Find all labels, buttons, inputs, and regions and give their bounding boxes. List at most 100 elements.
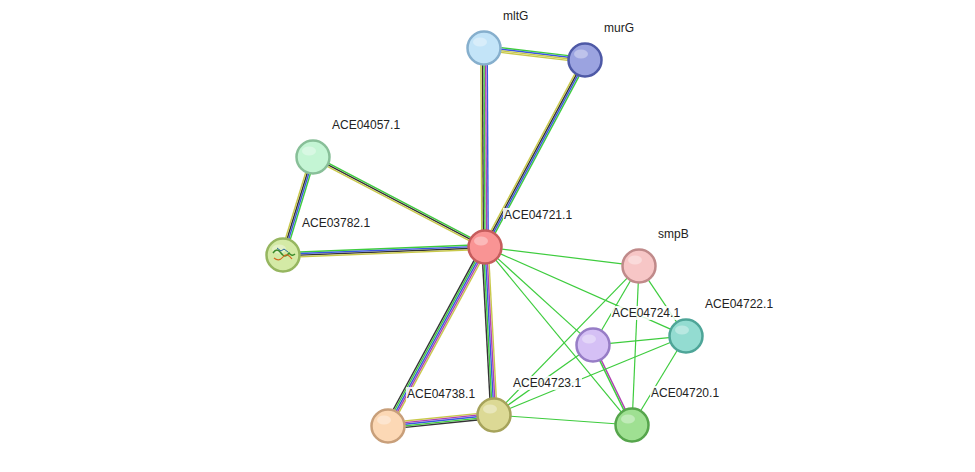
evidence-line [491,74,575,231]
evidence-line [501,51,568,59]
evidence-line [487,65,489,230]
protein-label: ACE04723.1 [512,376,582,390]
evidence-line [610,338,669,344]
interaction-edge [496,260,621,412]
protein-node: mltG [466,30,502,66]
evidence-line [405,418,477,425]
protein-node: ACE04723.1 [476,397,512,433]
evidence-line [601,360,625,409]
circle-shape [297,141,330,174]
evidence-line [496,260,621,412]
protein-circle [466,30,502,66]
interaction-edge [393,260,479,412]
circle-shape [569,44,602,77]
circle-shape [267,239,300,272]
interaction-edge [498,258,581,333]
evidence-line [494,75,578,232]
protein-circle [614,407,650,443]
circle-highlight [582,335,596,344]
protein-node: ACE04720.1 [614,407,650,443]
protein-node: smpB [621,248,657,284]
evidence-line [399,263,480,412]
interaction-edge [641,351,677,411]
interaction-edge [300,245,468,256]
evidence-line [482,65,484,230]
protein-label: ACE04738.1 [406,387,476,401]
protein-circle [567,42,603,78]
circle-highlight [628,256,642,265]
protein-node: ACE04057.1 [295,139,331,175]
protein-node: ACE04722.1 [668,318,704,354]
protein-node: ACE04721.1 [467,229,503,265]
protein-label: smpB [657,227,690,241]
circle-highlight [474,237,488,246]
protein-node: ACE03782.1 [265,237,301,273]
protein-node: ACE04738.1 [370,408,406,444]
protein-circle [467,229,503,265]
evidence-line [300,248,468,255]
interaction-edge [502,249,622,264]
circle-shape [468,32,501,65]
circle-shape [577,329,610,362]
protein-label: ACE04057.1 [331,118,401,132]
protein-label: ACE04720.1 [650,386,720,400]
structure-icon [273,248,295,260]
interaction-edge [633,283,639,408]
evidence-line [396,262,477,411]
evidence-line [484,264,491,398]
evidence-line [405,420,477,427]
evidence-line [511,416,615,424]
evidence-line [300,250,468,257]
protein-circle [295,139,331,175]
interaction-edge [481,65,488,230]
evidence-line [641,351,677,411]
interaction-edge [610,338,669,344]
circle-shape [616,409,649,442]
circle-highlight [483,405,497,414]
protein-circle [668,318,704,354]
evidence-line [483,264,490,398]
protein-label: ACE04721.1 [503,208,573,222]
evidence-line [480,65,482,230]
interaction-edge [501,48,569,61]
protein-circle [575,327,611,363]
protein-label: ACE03782.1 [301,216,371,230]
interaction-edge [600,360,626,410]
evidence-line [600,361,624,410]
protein-node: murG [567,42,603,78]
evidence-line [485,65,487,230]
interaction-edge [491,74,579,233]
protein-label: ACE04722.1 [704,297,774,311]
circle-shape [623,250,656,283]
protein-circle [370,408,406,444]
circle-shape [469,231,502,264]
evidence-line [483,65,485,230]
protein-label: murG [603,21,635,35]
circle-highlight [377,416,391,425]
circle-shape [372,410,405,443]
circle-highlight [675,326,689,335]
interaction-edge [483,264,497,398]
circle-highlight [574,50,588,59]
circle-shape [670,320,703,353]
evidence-line [498,258,581,333]
evidence-line [633,283,639,408]
evidence-line [492,75,576,232]
interaction-edge [405,414,478,428]
evidence-line [501,52,568,60]
circle-highlight [302,147,316,156]
circle-shape [478,399,511,432]
evidence-line [398,263,479,412]
protein-circle [265,237,301,273]
evidence-line [495,76,579,233]
interaction-edge [511,416,615,424]
evidence-line [300,247,468,254]
circle-highlight [621,415,635,424]
interaction-edge [506,278,627,403]
protein-label: ACE04724.1 [611,306,681,320]
evidence-line [395,261,476,410]
protein-node: ACE04724.1 [575,327,611,363]
protein-circle [476,397,512,433]
protein-label: mltG [502,9,529,23]
evidence-line [506,278,627,403]
